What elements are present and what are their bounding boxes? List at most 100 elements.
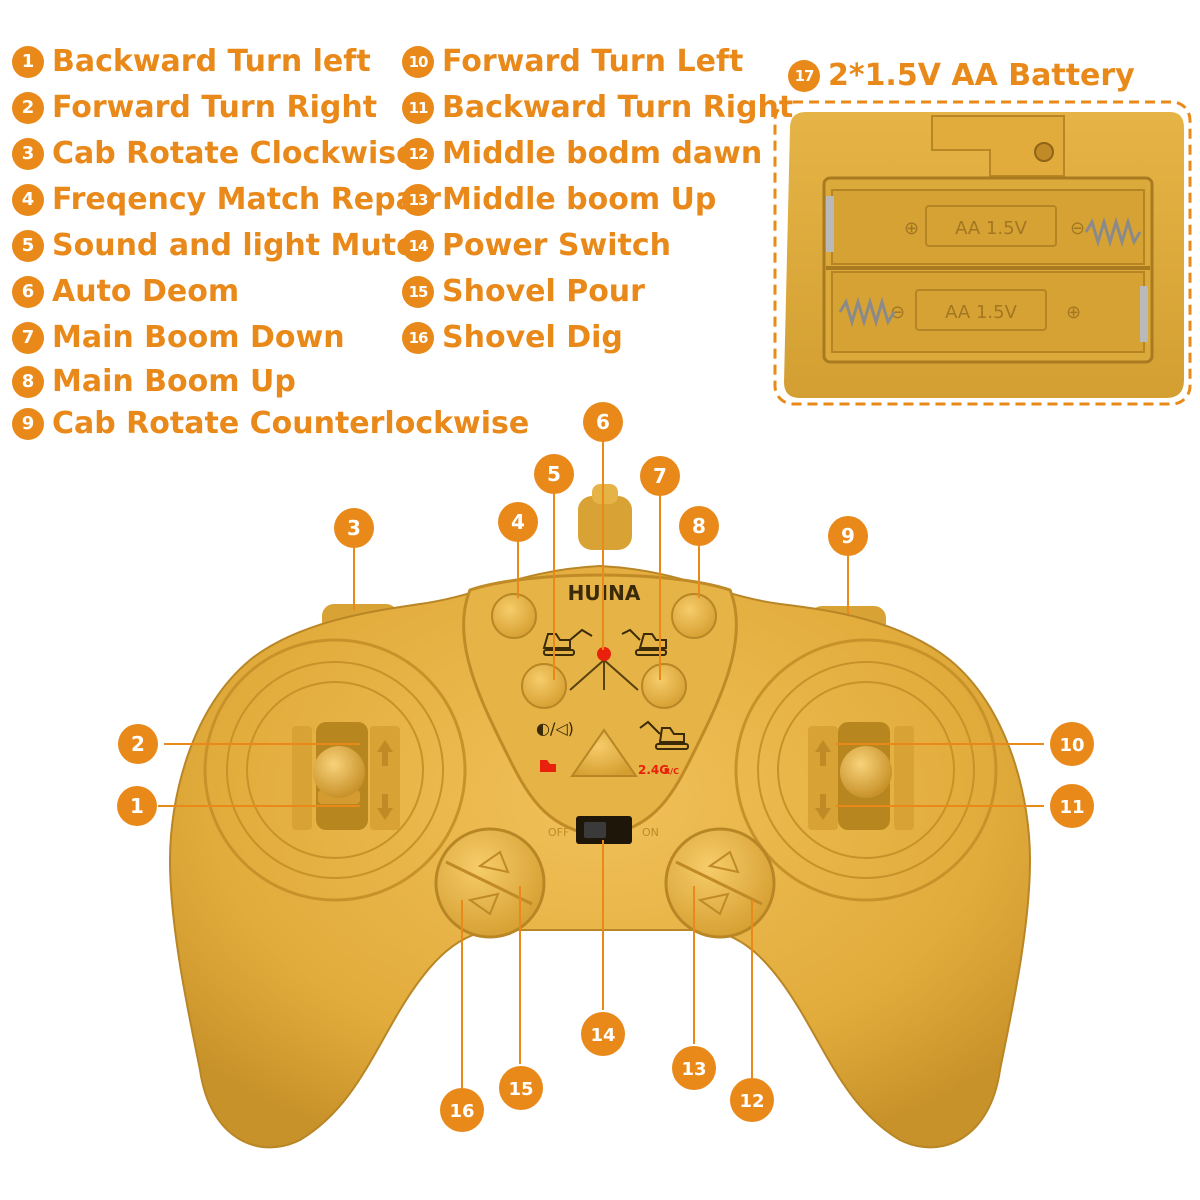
battery-title-label: 2*1.5V AA Battery [828, 58, 1135, 93]
svg-text:2: 2 [131, 732, 145, 756]
excavator-icon [621, 628, 667, 656]
auto-demo-button[interactable] [570, 728, 638, 777]
callout-1: 1 [117, 786, 157, 826]
legend-number: 8 [12, 365, 44, 398]
callout-15: 15 [499, 1066, 543, 1110]
svg-text:3: 3 [347, 516, 361, 540]
callout-12: 12 [730, 1078, 774, 1122]
legend-item-13: 13 Middle boom Up [402, 182, 716, 217]
legend-item-5: 5 Sound and light Mute [12, 228, 416, 263]
svg-text:8: 8 [692, 514, 706, 538]
legend-item-12: 12 Middle bodm dawn [402, 136, 762, 171]
svg-text:9: 9 [841, 524, 855, 548]
callout-10: 10 [1050, 722, 1094, 766]
legend-label: Cab Rotate Counterlockwise [52, 406, 530, 441]
legend-item-10: 10 Forward Turn Left [402, 44, 743, 79]
switch-on-label: ON [642, 826, 659, 839]
minus-icon: ⊖ [890, 302, 905, 323]
right-stick-area [734, 638, 998, 902]
legend-number: 9 [12, 407, 44, 440]
svg-text:13: 13 [681, 1059, 706, 1080]
legend-label: Sound and light Mute [52, 228, 417, 263]
plus-icon: ⊕ [1066, 302, 1081, 323]
legend-item-6: 6 Auto Deom [12, 274, 239, 309]
legend-number: 12 [402, 137, 434, 170]
battery-cell-label-top: AA 1.5V [955, 218, 1027, 239]
right-joystick[interactable] [840, 746, 892, 798]
legend-number: 5 [12, 229, 44, 262]
legend-label: Cab Rotate Clockwise [52, 136, 417, 171]
callout-11: 11 [1050, 784, 1094, 828]
brand-logo: HUINA [568, 581, 641, 605]
leader-lines [158, 440, 1044, 1088]
legend-number: 2 [12, 91, 44, 124]
left-joystick[interactable] [313, 746, 365, 798]
freq-suffix: R/C [664, 767, 679, 776]
legend-item-9: 9 Cab Rotate Counterlockwise [12, 406, 529, 441]
power-led-icon [597, 647, 611, 661]
demo-excavator-icon [540, 760, 556, 772]
legend-label: Backward Turn Right [442, 90, 794, 125]
left-stick-area [203, 638, 467, 902]
legend-label: Auto Deom [52, 274, 240, 309]
callout-3: 3 [334, 508, 374, 548]
battery-cell-label-bottom: AA 1.5V [945, 302, 1017, 323]
legend-number: 14 [402, 229, 434, 262]
svg-text:1: 1 [130, 794, 144, 818]
legend-item-3: 3 Cab Rotate Clockwise [12, 136, 416, 171]
spring-icon [1084, 216, 1142, 248]
main-boom-up-button[interactable] [671, 593, 717, 639]
legend-item-15: 15 Shovel Pour [402, 274, 645, 309]
freq-label: 2.4G [638, 763, 669, 777]
shovel-button-right[interactable] [664, 827, 776, 939]
triangle-down-icon [467, 892, 500, 916]
excavator-icon [542, 628, 593, 656]
callout-14: 14 [581, 1012, 625, 1056]
mute-button[interactable] [521, 663, 567, 709]
minus-icon: ⊖ [1070, 218, 1085, 239]
legend-label: Shovel Dig [442, 320, 623, 355]
triangle-down-icon [697, 892, 730, 916]
shovel-button-left[interactable] [434, 827, 546, 939]
svg-text:12: 12 [739, 1091, 764, 1112]
legend-number: 15 [402, 275, 434, 308]
legend-number: 13 [402, 183, 434, 216]
callout-6: 6 [583, 402, 623, 442]
legend-label: Forward Turn Right [52, 90, 378, 125]
callout-5: 5 [534, 454, 574, 494]
legend-label: Middle boom Up [442, 182, 717, 217]
svg-text:11: 11 [1059, 797, 1084, 818]
controller: HUINA ◐/◁) 2.4G R/C OFF ON [168, 484, 1032, 1149]
svg-text:5: 5 [547, 462, 561, 486]
plus-icon: ⊕ [904, 218, 919, 239]
main-boom-down-button[interactable] [641, 663, 687, 709]
legend-number: 4 [12, 183, 44, 216]
callout-13: 13 [672, 1046, 716, 1090]
legend-number: 16 [402, 321, 434, 354]
triangle-up-icon [477, 850, 510, 874]
legend-item-14: 14 Power Switch [402, 228, 671, 263]
triangle-up-icon [707, 850, 740, 874]
legend-label: Shovel Pour [442, 274, 645, 309]
legend-label: Backward Turn left [52, 44, 371, 79]
screw-hole-icon [1034, 142, 1054, 162]
freq-match-button[interactable] [491, 593, 537, 639]
legend-item-7: 7 Main Boom Down [12, 320, 345, 355]
svg-text:7: 7 [653, 464, 667, 488]
legend-number: 6 [12, 275, 44, 308]
legend-label: Forward Turn Left [442, 44, 744, 79]
battery-compartment: AA 1.5V AA 1.5V ⊕ ⊖ ⊖ ⊕ [773, 100, 1192, 406]
svg-text:10: 10 [1059, 735, 1084, 756]
legend-item-4: 4 Freqency Match Repair [12, 182, 441, 217]
callout-16: 16 [440, 1088, 484, 1132]
arrow-down-icon [815, 794, 831, 820]
legend-label: Main Boom Up [52, 364, 296, 399]
battery-title: 17 2*1.5V AA Battery [788, 58, 1135, 93]
callout-8: 8 [679, 506, 719, 546]
switch-off-label: OFF [548, 826, 569, 839]
callout-2: 2 [118, 724, 158, 764]
svg-text:16: 16 [449, 1101, 474, 1122]
callout-9: 9 [828, 516, 868, 556]
svg-text:14: 14 [590, 1025, 615, 1046]
